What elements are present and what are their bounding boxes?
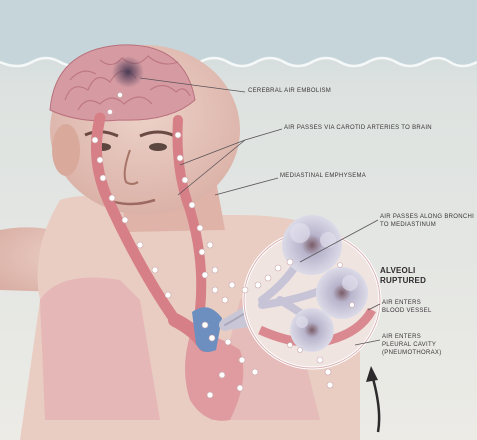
label-cerebral-air-embolism: CEREBRAL AIR EMBOLISM: [248, 88, 331, 95]
label-carotid-arteries: AIR PASSES VIA CAROTID ARTERIES TO BRAIN: [284, 125, 432, 132]
ear: [52, 124, 80, 176]
label-pleural-line-3: (PNEUMOTHORAX): [382, 350, 442, 357]
alveolus-cluster: [290, 308, 334, 352]
label-mediastinal-emphysema: MEDIASTINAL EMPHYSEMA: [280, 173, 366, 180]
label-blood-vessel-line-2: BLOOD VESSEL: [382, 308, 432, 315]
water-surface: [0, 0, 477, 66]
embolism-spot: [112, 56, 144, 88]
label-pleural-line-1: AIR ENTERS: [382, 334, 421, 341]
alveolus-cluster: [316, 267, 368, 319]
label-alveoli-line-2: RUPTURED: [380, 276, 426, 285]
label-pleural-line-2: PLEURAL CAVITY: [382, 342, 436, 349]
label-bronchi-line-1: AIR PASSES ALONG BRONCHI: [380, 214, 474, 221]
label-blood-vessel-line-1: AIR ENTERS: [382, 300, 421, 307]
label-bronchi-line-2: TO MEDIASTINUM: [380, 222, 436, 229]
label-alveoli-line-1: ALVEOLI: [380, 266, 415, 275]
